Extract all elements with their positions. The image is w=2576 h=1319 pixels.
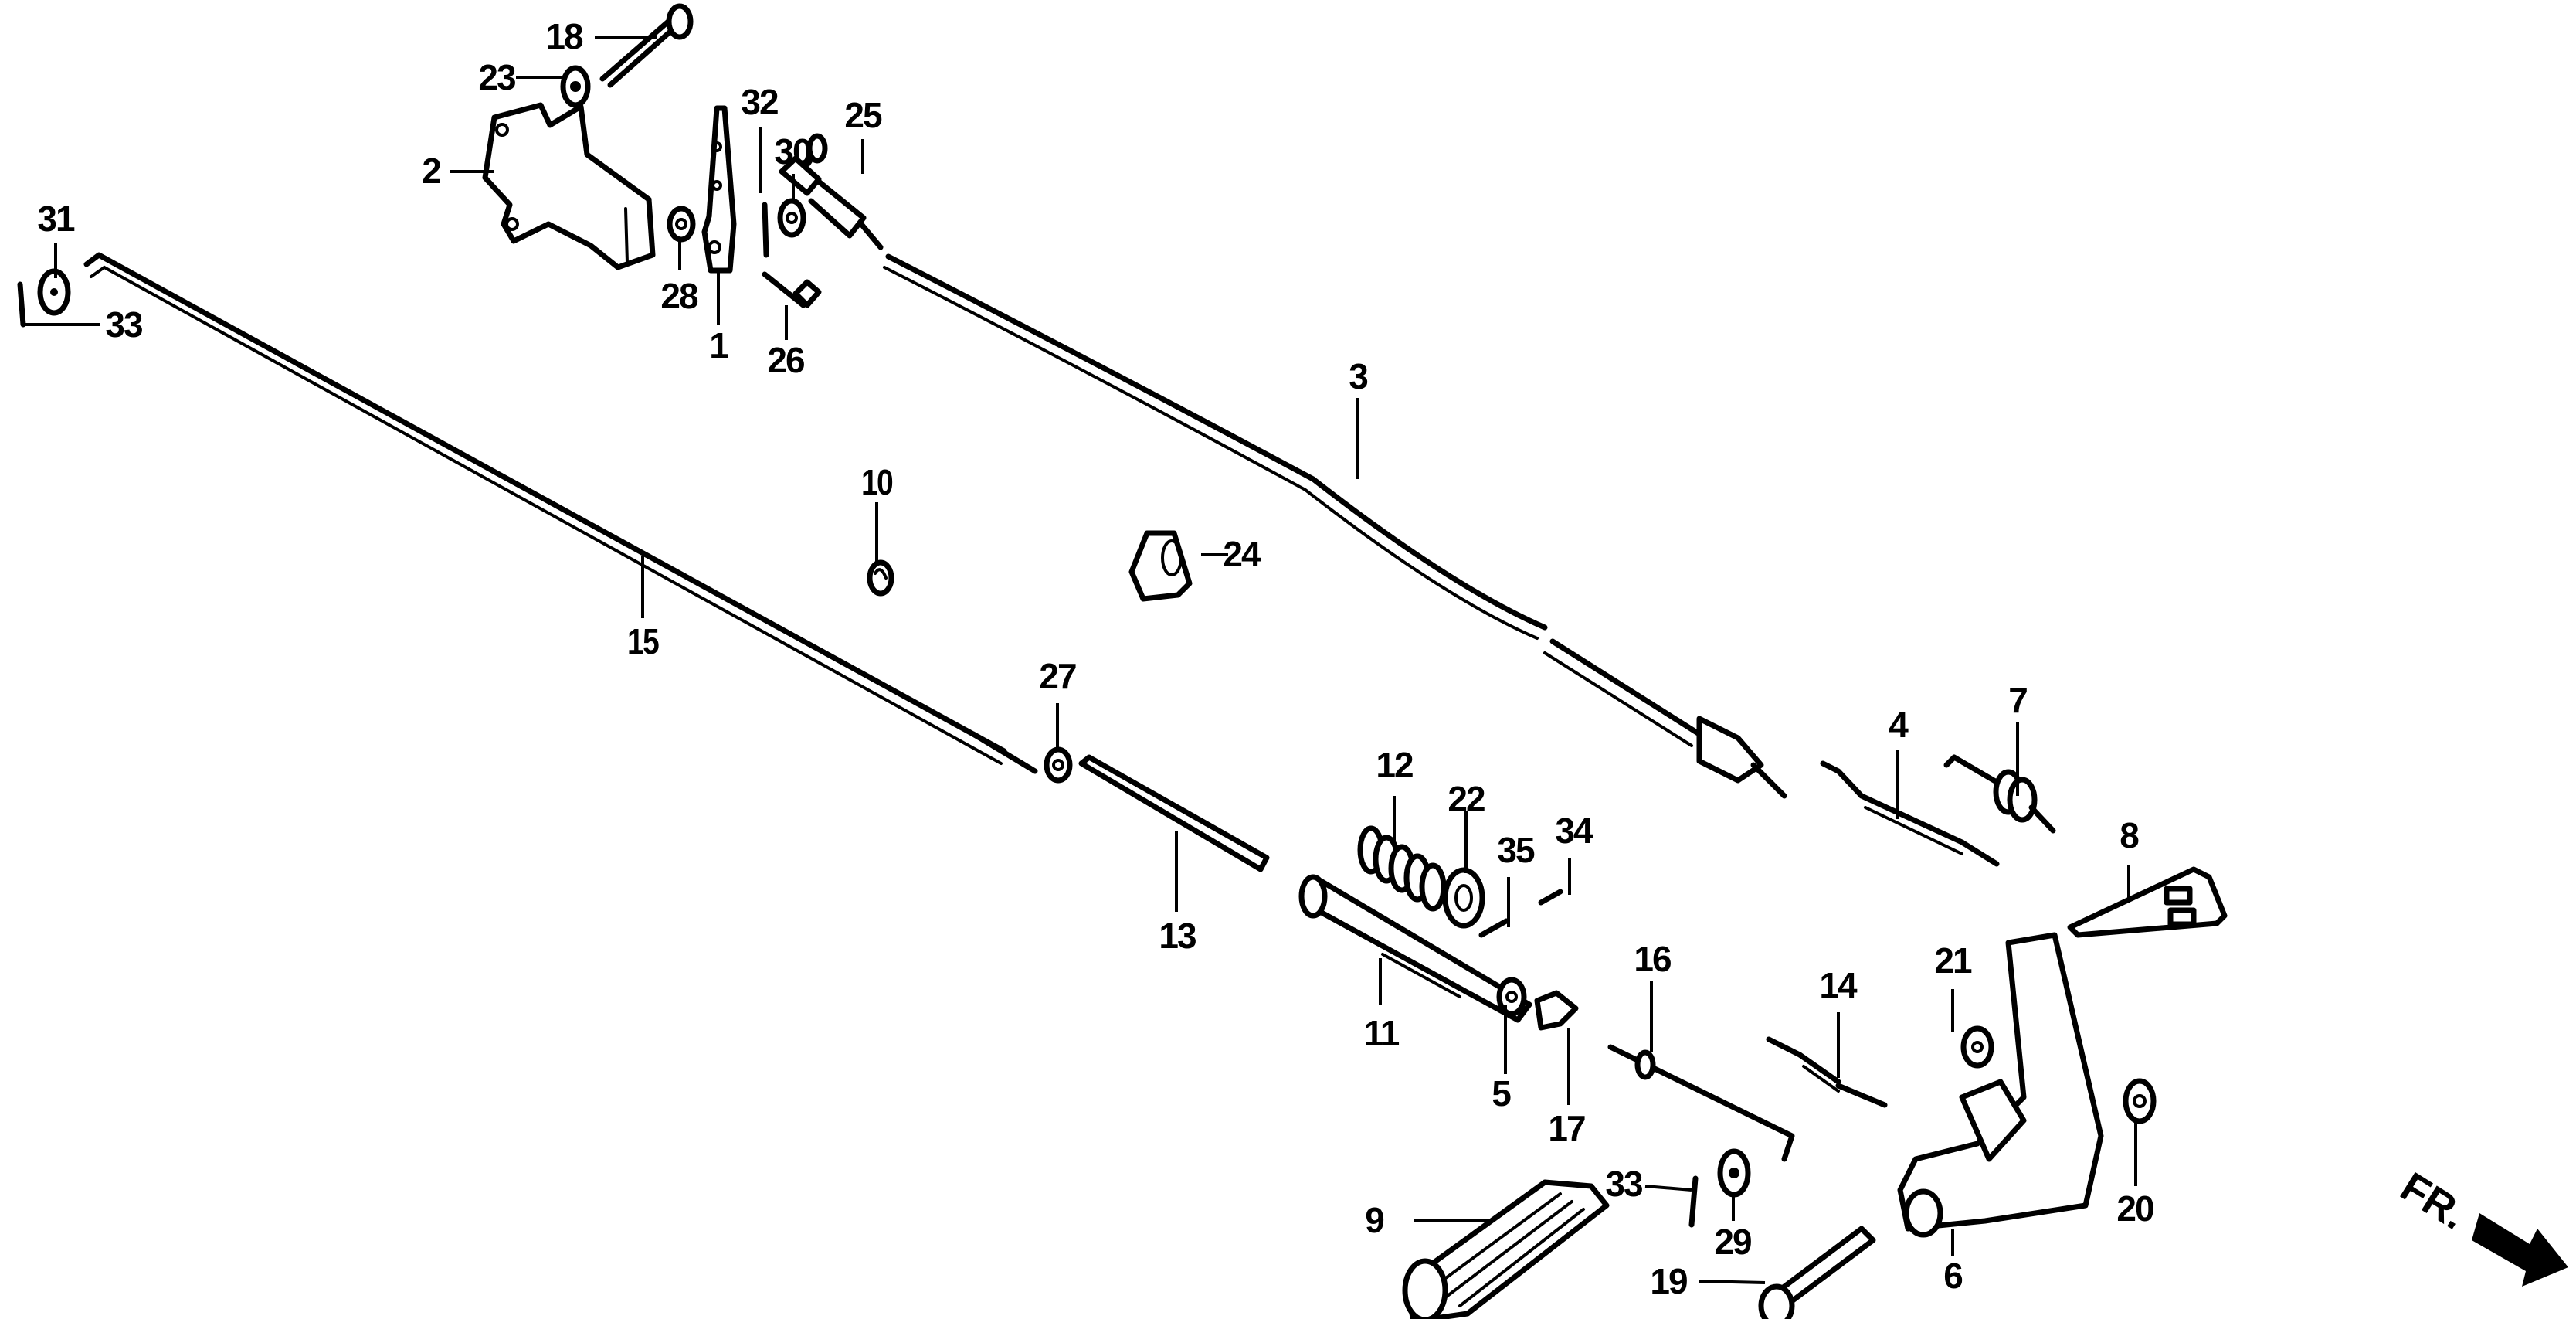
callout-35: 35 (1497, 830, 1535, 870)
callout-3: 3 (1349, 356, 1369, 396)
part-8-lever (2067, 866, 2228, 938)
callout-22: 22 (1448, 779, 1485, 819)
callout-8: 8 (2120, 815, 2140, 855)
callout-33-upper: 33 (105, 304, 143, 345)
callout-31: 31 (37, 199, 75, 239)
callout-34: 34 (1555, 811, 1593, 851)
part-1-lever (701, 105, 737, 274)
callout-10: 10 (860, 462, 894, 502)
part-23-washer (560, 65, 591, 108)
callout-1: 1 (709, 325, 729, 365)
part-17-bracket (1534, 990, 1579, 1031)
callout-17: 17 (1548, 1108, 1586, 1148)
callout-13: 13 (1159, 916, 1196, 956)
callout-30: 30 (774, 131, 812, 172)
part-14-spring (1766, 1036, 1888, 1108)
callout-5: 5 (1492, 1073, 1512, 1113)
part-9-pedal-rubber (1402, 1179, 1610, 1319)
callout-2: 2 (422, 151, 442, 191)
part-4-spring (1820, 760, 2000, 867)
callout-24: 24 (1223, 534, 1261, 574)
callout-19: 19 (1650, 1261, 1688, 1301)
callout-18: 18 (545, 16, 583, 56)
part-32-pin (762, 202, 769, 258)
part-30-washer (777, 198, 806, 238)
callout-27: 27 (1039, 656, 1077, 696)
callout-25: 25 (844, 95, 882, 135)
part-25-bolt (805, 133, 828, 167)
callout-6: 6 (1943, 1256, 1963, 1296)
part-35-pin (1478, 918, 1509, 938)
part-10-bushing (867, 559, 894, 597)
part-28-nut (667, 206, 696, 243)
part-5-nut (1496, 977, 1527, 1017)
callout-21: 21 (1934, 940, 1972, 981)
part-2-bracket (482, 102, 656, 270)
part-22-washer (1442, 867, 1485, 929)
callout-16: 16 (1634, 939, 1672, 979)
part-6-pedal-arm (1897, 932, 2104, 1238)
callout-26: 26 (767, 340, 805, 380)
part-15-rod (83, 252, 1038, 774)
part-26-bolt (762, 271, 822, 308)
callout-32: 32 (741, 82, 779, 122)
part-21-nut (1960, 1025, 1994, 1069)
part-33-cotter-pin (17, 281, 26, 328)
callout-7: 7 (2008, 680, 2028, 720)
part-13-shaft (1078, 754, 1270, 872)
callout-9: 9 (1365, 1200, 1385, 1240)
callout-12: 12 (1376, 745, 1414, 785)
callout-11: 11 (1363, 1013, 1400, 1053)
part-20-nut (2123, 1078, 2157, 1124)
callout-4: 4 (1889, 705, 1909, 745)
callout-20: 20 (2116, 1188, 2154, 1229)
part-34-pin (1538, 889, 1563, 906)
callout-29: 29 (1714, 1222, 1752, 1262)
part-24-clamp (1128, 530, 1193, 602)
callout-23: 23 (478, 57, 516, 97)
part-18-bolt (599, 3, 694, 88)
part-11-pipe (1298, 874, 1532, 1023)
arrow-down-right-icon (2472, 1213, 2568, 1287)
part-19-bolt (1758, 1226, 1876, 1319)
callout-14: 14 (1819, 965, 1857, 1005)
part-16-rod (1607, 1044, 1795, 1162)
part-7-spring (1943, 754, 2056, 834)
callout-15: 15 (626, 621, 660, 661)
leader-lines (23, 36, 2137, 1284)
callout-28: 28 (660, 276, 698, 316)
part-3-cable (779, 155, 1787, 799)
part-33-cotter-pin-lower (1688, 1175, 1699, 1228)
part-12-spring (1357, 825, 1447, 912)
part-27-nut (1044, 746, 1073, 784)
part-29-washer (1717, 1148, 1751, 1198)
callout-33-lower: 33 (1605, 1164, 1643, 1204)
